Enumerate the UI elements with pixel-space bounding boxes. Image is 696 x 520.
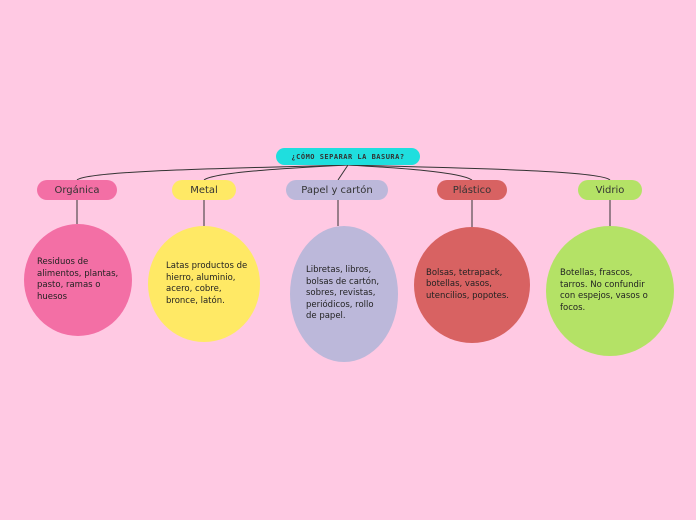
branch-papel-carton[interactable]: Papel y cartón bbox=[286, 180, 388, 200]
detail-papel-carton-text: Libretas, libros, bolsas de cartón, sobr… bbox=[306, 265, 380, 322]
detail-vidrio[interactable]: Botellas, frascos, tarros. No confundir … bbox=[546, 226, 674, 356]
detail-plastico[interactable]: Bolsas, tetrapack, botellas, vasos, uten… bbox=[414, 227, 530, 343]
connector-root-plastico bbox=[347, 164, 473, 181]
detail-metal-text: Latas productos de hierro, aluminio, ace… bbox=[166, 261, 248, 306]
detail-papel-carton[interactable]: Libretas, libros, bolsas de cartón, sobr… bbox=[290, 226, 398, 362]
branch-vidrio[interactable]: Vidrio bbox=[578, 180, 642, 200]
branch-metal-label: Metal bbox=[190, 184, 218, 196]
branch-plastico[interactable]: Plástico bbox=[437, 180, 507, 200]
branch-vidrio-label: Vidrio bbox=[595, 184, 625, 196]
connector-root-metal bbox=[203, 164, 349, 181]
detail-organica[interactable]: Residuos de alimentos, plantas, pasto, r… bbox=[24, 224, 132, 336]
branch-papel-carton-label: Papel y cartón bbox=[301, 184, 373, 196]
connector-root-vidrio bbox=[347, 164, 611, 181]
connector-root-papel bbox=[337, 164, 349, 181]
branch-organica[interactable]: Orgánica bbox=[37, 180, 117, 200]
detail-metal[interactable]: Latas productos de hierro, aluminio, ace… bbox=[148, 226, 260, 342]
connector-root-organica bbox=[76, 164, 349, 181]
detail-vidrio-text: Botellas, frascos, tarros. No confundir … bbox=[560, 268, 648, 313]
branch-metal[interactable]: Metal bbox=[172, 180, 236, 200]
detail-plastico-text: Bolsas, tetrapack, botellas, vasos, uten… bbox=[426, 267, 510, 301]
root-topic-label: ¿CÓMO SEPARAR LA BASURA? bbox=[291, 152, 405, 161]
branch-plastico-label: Plástico bbox=[452, 184, 492, 196]
branch-organica-label: Orgánica bbox=[54, 184, 100, 196]
detail-organica-text: Residuos de alimentos, plantas, pasto, r… bbox=[37, 257, 119, 302]
root-topic[interactable]: ¿CÓMO SEPARAR LA BASURA? bbox=[276, 148, 420, 165]
